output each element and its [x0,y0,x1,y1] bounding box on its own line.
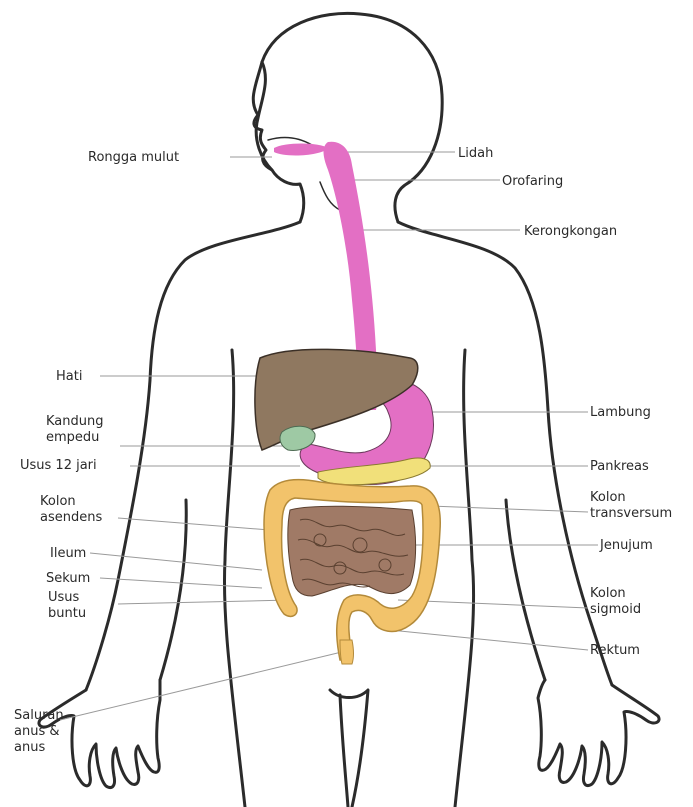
label-kandung-empedu: Kandung empedu [46,414,103,446]
label-ileum: Ileum [50,546,86,562]
label-usus-12-jari: Usus 12 jari [20,458,97,474]
label-rongga-mulut: Rongga mulut [88,150,179,166]
label-lambung: Lambung [590,405,651,421]
label-kolon-sigmoid: Kolon sigmoid [590,586,641,618]
label-lidah: Lidah [458,146,493,162]
organs [255,142,440,664]
label-sekum: Sekum [46,571,90,587]
label-pankreas: Pankreas [590,459,649,475]
label-saluran-anus: Saluran anus & anus [14,708,64,756]
label-hati: Hati [56,369,82,385]
label-orofaring: Orofaring [502,174,563,190]
tongue-shape [274,144,328,156]
rectum-shape [340,640,354,664]
label-kolon-transversum: Kolon transversum [590,490,672,522]
label-jenujum: Jenujum [600,538,653,554]
leader-lines [60,152,598,720]
label-kolon-asendens: Kolon asendens [40,494,102,526]
label-kerongkongan: Kerongkongan [524,224,617,240]
label-usus-buntu: Usus buntu [48,590,86,622]
label-rektum: Rektum [590,643,640,659]
